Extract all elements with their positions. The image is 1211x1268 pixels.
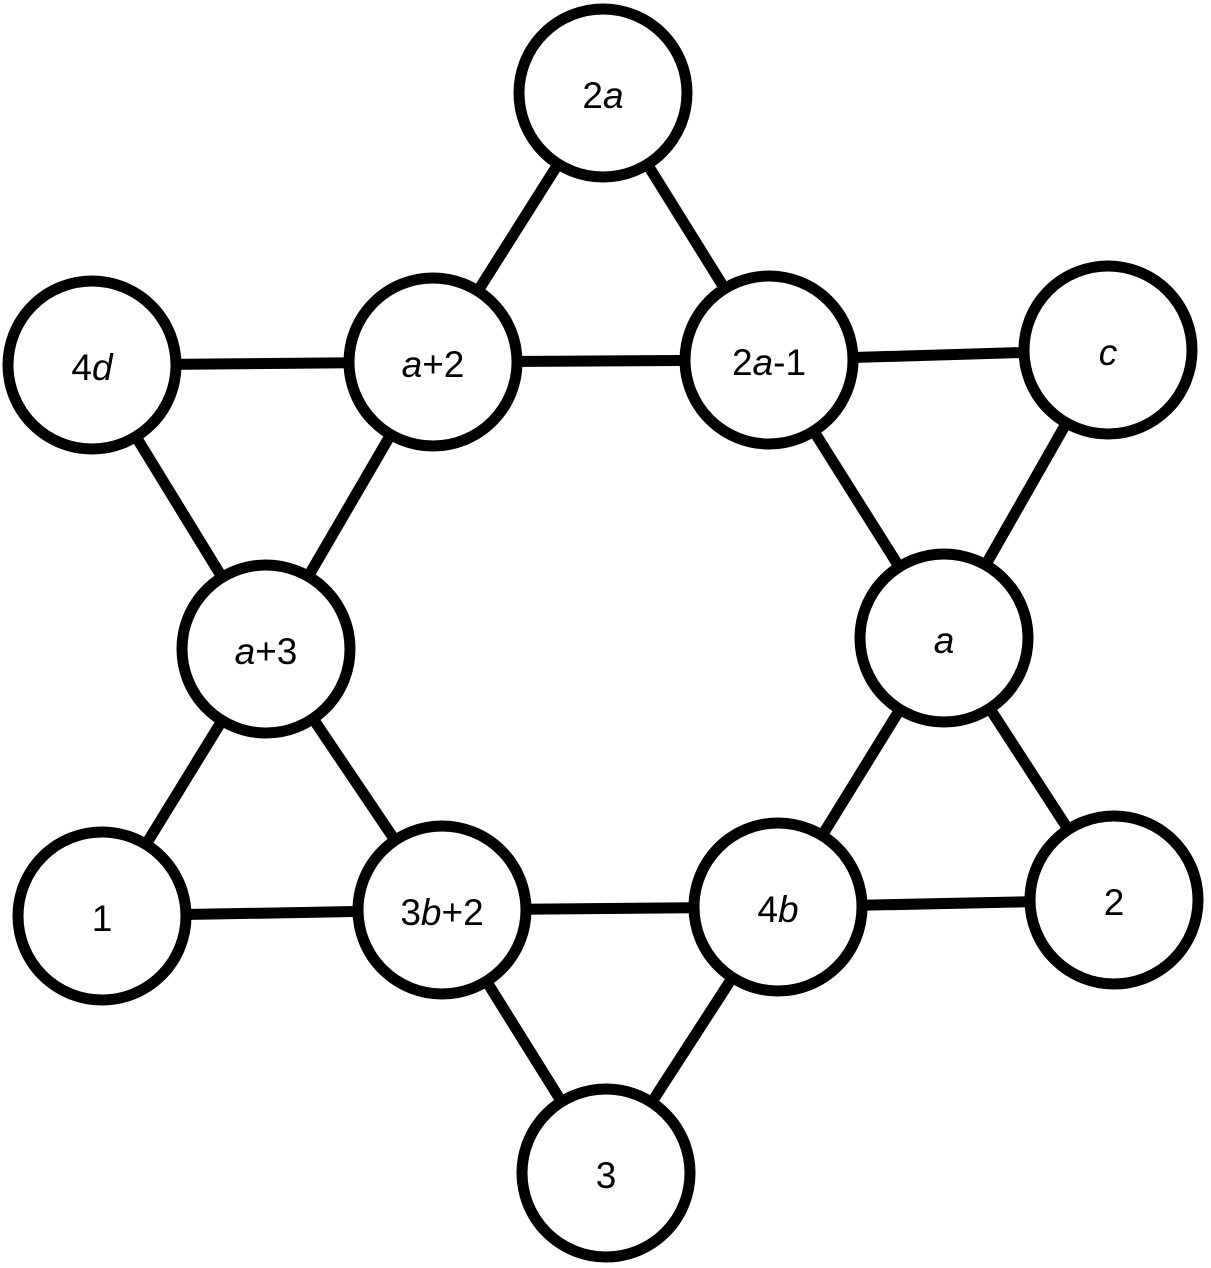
nodes-layer: 2a 4d a+2 2a-1 c a+3 a 1 3b+2 4b 2 3 — [2, 3, 1204, 1263]
node-label: c — [1099, 332, 1118, 373]
node-circle — [1018, 260, 1198, 440]
node-circle — [2, 275, 182, 455]
node-circle — [516, 1083, 696, 1263]
node-inner-l: a+3 — [176, 559, 356, 739]
node-inner-r: a — [854, 548, 1034, 728]
node-circle — [12, 826, 192, 1006]
node-inner-lr: 4b — [688, 817, 868, 997]
node-upper-left: 4d — [2, 275, 182, 455]
node-circle — [176, 559, 356, 739]
node-lower-right: 2 — [1024, 810, 1204, 990]
node-label: 4b — [757, 889, 798, 930]
node-label: a — [934, 620, 955, 661]
node-label: a+2 — [402, 344, 465, 385]
node-label: 3 — [596, 1155, 617, 1196]
node-label: 2 — [1104, 882, 1125, 923]
node-label: 4d — [71, 347, 114, 388]
node-inner-ul: a+2 — [343, 272, 523, 452]
node-bottom: 3 — [516, 1083, 696, 1263]
node-label: a+3 — [235, 631, 298, 672]
node-label: 3b+2 — [400, 892, 483, 933]
node-top: 2a — [513, 3, 693, 183]
node-lower-left: 1 — [12, 826, 192, 1006]
node-upper-right: c — [1018, 260, 1198, 440]
node-circle — [352, 820, 532, 1000]
node-circle — [343, 272, 523, 452]
node-circle — [513, 3, 693, 183]
node-circle — [688, 817, 868, 997]
node-circle — [854, 548, 1034, 728]
node-circle — [679, 270, 859, 450]
node-inner-ur: 2a-1 — [679, 270, 859, 450]
node-label: 2a — [582, 75, 623, 116]
node-inner-ll: 3b+2 — [352, 820, 532, 1000]
node-circle — [1024, 810, 1204, 990]
node-label: 2a-1 — [732, 342, 806, 383]
node-label: 1 — [92, 898, 113, 939]
